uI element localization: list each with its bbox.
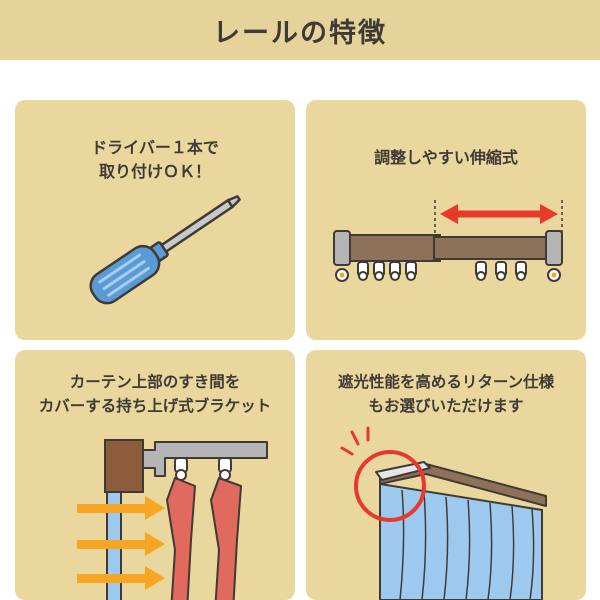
feature-title-line1: カーテン上部のすき間を (69, 373, 241, 391)
feature-title: 遮光性能を高めるリターン仕様 もお選びいただけます (306, 370, 586, 418)
feature-title-line1: 調整しやすい伸縮式 (374, 148, 518, 167)
feature-card-extension: 調整しやすい伸縮式 (306, 100, 586, 340)
return-rail-icon (340, 426, 547, 600)
feature-card-screwdriver: ドライバー１本で 取り付けＯＫ！ (15, 100, 295, 340)
feature-title-line1: 遮光性能を高めるリターン仕様 (337, 373, 555, 391)
extension-rail-icon (333, 200, 563, 282)
double-arrow-icon (440, 204, 558, 224)
feature-title-line1: ドライバー１本で (91, 138, 219, 157)
feature-title-line2: もお選びいただけます (368, 397, 524, 415)
feature-title: カーテン上部のすき間を カバーする持ち上げ式ブラケット (15, 370, 295, 418)
feature-title-line2: 取り付けＯＫ！ (98, 162, 211, 181)
header-bar: レールの特徴 (0, 0, 600, 60)
feature-title: 調整しやすい伸縮式 (306, 146, 586, 170)
bracket-icon (77, 439, 268, 600)
arrow-icon (77, 496, 165, 590)
screwdriver-icon (89, 195, 241, 305)
feature-title-line2: カバーする持ち上げ式ブラケット (38, 397, 272, 415)
feature-card-return: 遮光性能を高めるリターン仕様 もお選びいただけます (306, 350, 586, 600)
feature-card-bracket: カーテン上部のすき間を カバーする持ち上げ式ブラケット (15, 350, 295, 600)
page-title: レールの特徴 (213, 17, 387, 49)
feature-title: ドライバー１本で 取り付けＯＫ！ (15, 136, 295, 184)
